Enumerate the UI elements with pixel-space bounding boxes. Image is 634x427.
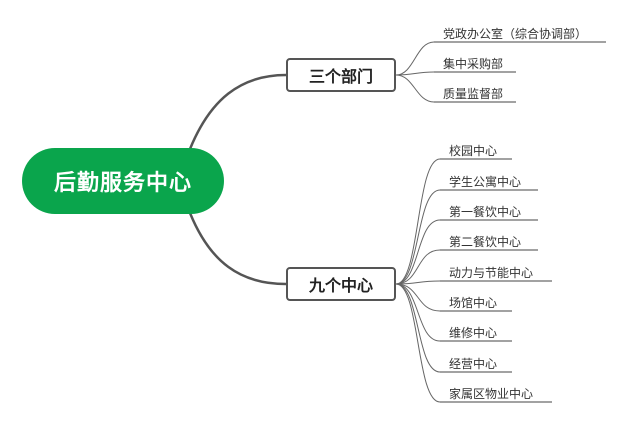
leaf-node[interactable]: 校园中心 — [449, 144, 498, 158]
root-node[interactable]: 后勤服务中心 — [22, 148, 224, 214]
leaf-node[interactable]: 质量监督部 — [443, 87, 504, 101]
leaf-connector — [395, 189, 441, 285]
root-connector — [188, 212, 287, 286]
leaf-connector — [395, 158, 441, 285]
root-label: 后勤服务中心 — [53, 171, 192, 196]
leaf-node[interactable]: 经营中心 — [449, 357, 498, 371]
branch-label: 三个部门 — [308, 67, 373, 86]
branch-label: 九个中心 — [308, 276, 373, 295]
leaf-connector — [395, 74, 435, 103]
leaf-node[interactable]: 第一餐饮中心 — [449, 205, 522, 219]
leaf-node[interactable]: 党政办公室（综合协调部） — [443, 27, 588, 41]
leaf-node[interactable]: 维修中心 — [449, 326, 498, 340]
leaf-node[interactable]: 家属区物业中心 — [449, 387, 534, 401]
leaf-node[interactable]: 学生公寓中心 — [449, 175, 522, 189]
leaf-node[interactable]: 场馆中心 — [449, 296, 498, 310]
branch-node-departments[interactable]: 三个部门 — [286, 58, 396, 92]
leaf-connector — [395, 283, 441, 342]
leaf-node[interactable]: 动力与节能中心 — [449, 266, 534, 280]
leaf-connector — [395, 41, 435, 76]
leaf-node[interactable]: 集中采购部 — [443, 57, 504, 71]
leaf-node[interactable]: 第二餐饮中心 — [449, 235, 522, 249]
root-connector — [188, 73, 287, 150]
leaf-connector — [395, 71, 435, 76]
leaf-connector — [395, 249, 441, 285]
leaf-connector — [395, 283, 441, 312]
leaf-connector — [395, 219, 441, 285]
leaf-connector — [395, 280, 441, 285]
leaf-connector — [395, 283, 441, 403]
branch-node-centers[interactable]: 九个中心 — [286, 267, 396, 301]
